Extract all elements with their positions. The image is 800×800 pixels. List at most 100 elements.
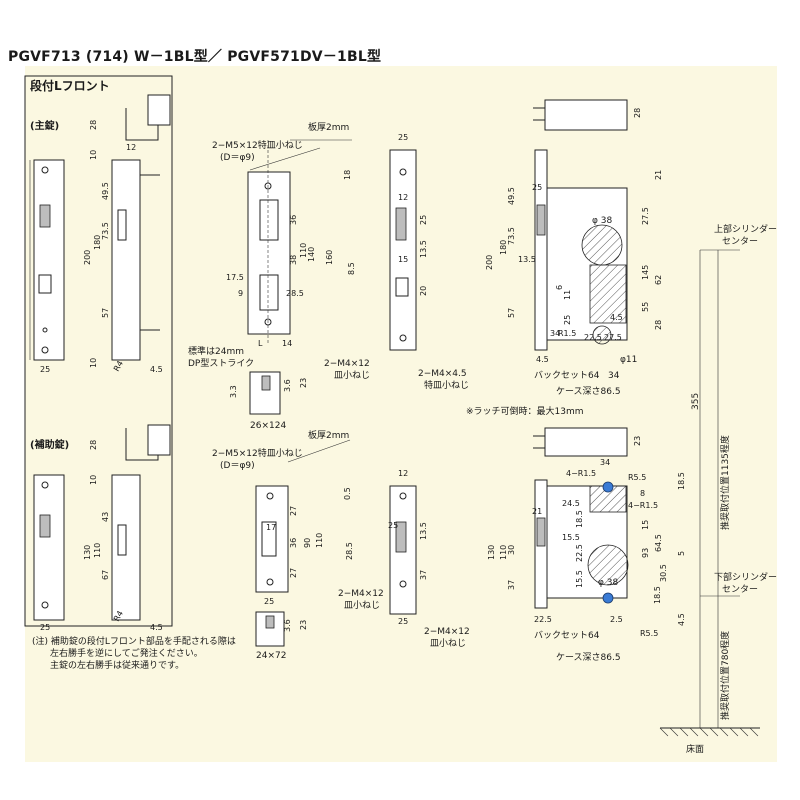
plate-thickness: 板厚2mm <box>308 121 349 133</box>
dim: 25 <box>532 183 542 192</box>
screw-main: 2−M5×12特皿小ねじ <box>212 139 303 151</box>
main-lock-front <box>29 94 171 361</box>
dim: 110 <box>93 543 102 558</box>
dim: 28 <box>654 320 663 330</box>
flat-head-b: 皿小ねじ <box>430 638 466 649</box>
bottom-front-plate <box>255 439 351 593</box>
dim: 37 <box>507 580 516 590</box>
dim: 27.5 <box>604 333 622 342</box>
dim: 180 <box>93 235 102 250</box>
screw-main-bottom: 2−M5×12特皿小ねじ <box>212 447 303 459</box>
top-side-plate <box>389 149 417 351</box>
dim: 36 <box>289 215 298 225</box>
dim: 62 <box>654 275 663 285</box>
dim: 21 <box>654 170 663 180</box>
dim: 64.5 <box>654 534 663 552</box>
dim: 4.5 <box>150 623 163 632</box>
dim: 49.5 <box>507 187 516 205</box>
case-depth-top: ケース深さ86.5 <box>556 386 621 397</box>
dim: 30.5 <box>659 564 668 582</box>
dp-strike-bottom <box>255 611 285 647</box>
case-depth-bottom: ケース深さ86.5 <box>556 652 621 663</box>
dim: 34 <box>600 458 610 467</box>
dim: 10 <box>89 475 98 485</box>
dim: 18 <box>343 170 352 180</box>
dim: 12 <box>398 469 408 478</box>
footnote-line1: (注) 補助錠の段付Lフロント部品を手配される際は <box>32 635 236 647</box>
dim: 27 <box>289 506 298 516</box>
upper-center: センター <box>722 236 758 247</box>
lower-center: センター <box>722 584 758 595</box>
phi11: φ11 <box>620 355 637 365</box>
footnote-line2: 左右勝手を逆にしてご発注ください。 <box>50 647 203 659</box>
dim: 4.5 <box>677 613 686 626</box>
screw-m4-12a: 2−M4×12 <box>338 589 384 599</box>
plate-thickness-bottom: 板厚2mm <box>308 429 349 441</box>
dim: 4.5 <box>610 313 623 322</box>
dim: 20 <box>419 286 428 296</box>
dim: 22.5 <box>575 544 584 562</box>
dim: 10 <box>89 150 98 160</box>
screw-m4-45: 2−M4×4.5 <box>418 369 467 379</box>
dim: 15 <box>398 255 408 264</box>
screw-main-d-bottom: (D＝φ9) <box>220 461 255 471</box>
dim: 25 <box>563 315 572 325</box>
dim: 18.5 <box>653 586 662 604</box>
dim: 4.5 <box>150 365 163 374</box>
dim: 37 <box>419 570 428 580</box>
floor-label: 床面 <box>686 743 704 755</box>
dim: 10 <box>89 358 98 368</box>
dim: 36 <box>289 538 298 548</box>
dim: 9 <box>238 289 243 298</box>
dim: 34 <box>550 329 560 338</box>
dim: 8.5 <box>347 262 356 275</box>
dim: 28 <box>89 120 98 130</box>
section-title: 段付Lフロント <box>30 78 110 93</box>
dim: 55 <box>641 302 650 312</box>
dim: 15.5 <box>562 533 580 542</box>
footnote-line3: 主錠の左右勝手は従来通りです。 <box>50 659 184 671</box>
dim: 57 <box>101 308 110 318</box>
flat-head-a: 皿小ねじ <box>344 600 380 611</box>
dim: 200 <box>485 255 494 270</box>
phi38-bottom: φ 38 <box>598 578 619 588</box>
dim: 28.5 <box>345 542 354 560</box>
dim: 25 <box>419 215 428 225</box>
dim: 27.5 <box>641 207 650 225</box>
latch-note: ※ラッチ可倒時：最大13mm <box>466 405 584 417</box>
recommend-lower: 推奨取付位置780程度 <box>719 631 731 720</box>
dim: 110 <box>499 545 508 560</box>
top-lock-body <box>533 99 628 351</box>
backset-22-5: 34 <box>608 371 620 381</box>
screw-m4-12: 2−M4×12 <box>324 359 370 369</box>
dim: 25 <box>398 617 408 626</box>
screw-m4-12b: 2−M4×12 <box>424 627 470 637</box>
dim: 180 <box>499 240 508 255</box>
standard-note: 標準は24mm <box>188 345 244 357</box>
dim: 2.5 <box>610 615 623 624</box>
r15-top: R1.5 <box>558 329 576 338</box>
dim: 25 <box>264 597 274 606</box>
backset-bottom: バックセット64 <box>534 630 600 641</box>
dp-strike: DP型ストライク <box>188 358 254 369</box>
dim: 25 <box>40 365 50 374</box>
dim: 38 <box>289 255 298 265</box>
dim: 200 <box>83 250 92 265</box>
dim: 27 <box>289 568 298 578</box>
dim: 25 <box>398 133 408 142</box>
dim: 22.5 <box>584 333 602 342</box>
stepped-front-box <box>24 75 173 627</box>
dim: 28.5 <box>286 289 304 298</box>
dim: 23 <box>299 378 308 388</box>
dim: 15 <box>641 520 650 530</box>
r15-bottom-b: 4−R1.5 <box>628 501 658 510</box>
lower-cylinder: 下部シリンダー <box>714 571 777 583</box>
top-front-plate <box>247 139 352 345</box>
dim: 18.5 <box>575 510 584 528</box>
dim: 3.3 <box>229 385 238 398</box>
main-lock-label: (主錠) <box>30 119 59 132</box>
dim: 13.5 <box>419 522 428 540</box>
dim: 17.5 <box>226 273 244 282</box>
dim: 140 <box>307 247 316 262</box>
